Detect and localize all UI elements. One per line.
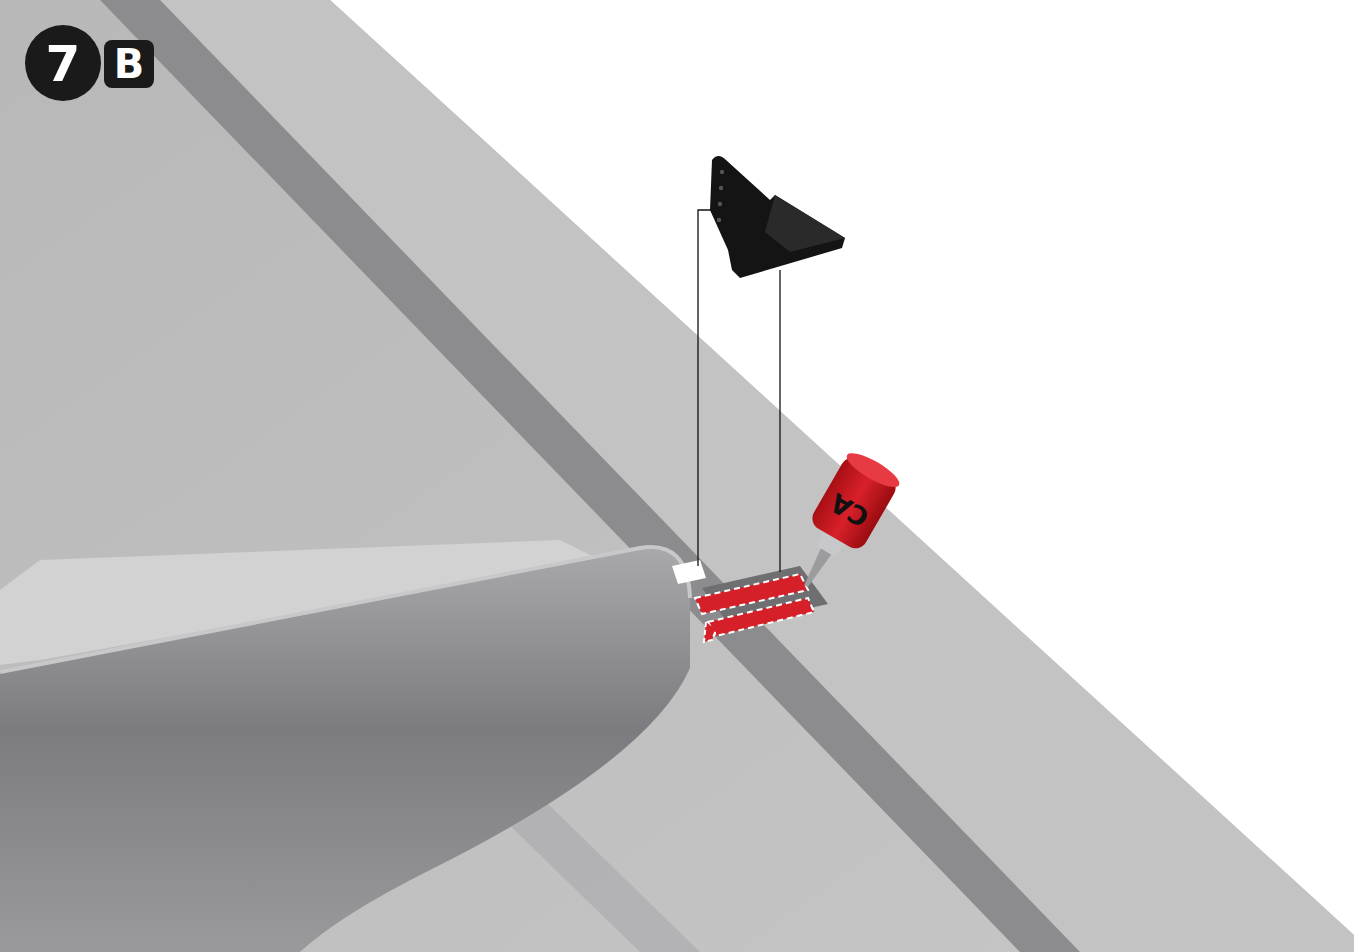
ca-bottle — [780, 447, 903, 601]
slot-tab — [672, 560, 706, 584]
fuselage-boom — [0, 547, 690, 952]
step-number: 7 — [46, 39, 81, 89]
substep-badge — [104, 40, 154, 88]
leader-line — [779, 270, 780, 572]
leader-line — [698, 210, 716, 566]
glue-strip — [708, 598, 814, 636]
control-horn — [710, 156, 845, 278]
step-badge — [25, 25, 101, 101]
glue-drip — [704, 622, 716, 642]
control-horn-face — [765, 195, 845, 252]
substep-letter: B — [114, 44, 145, 84]
boom-highlight — [0, 547, 690, 672]
